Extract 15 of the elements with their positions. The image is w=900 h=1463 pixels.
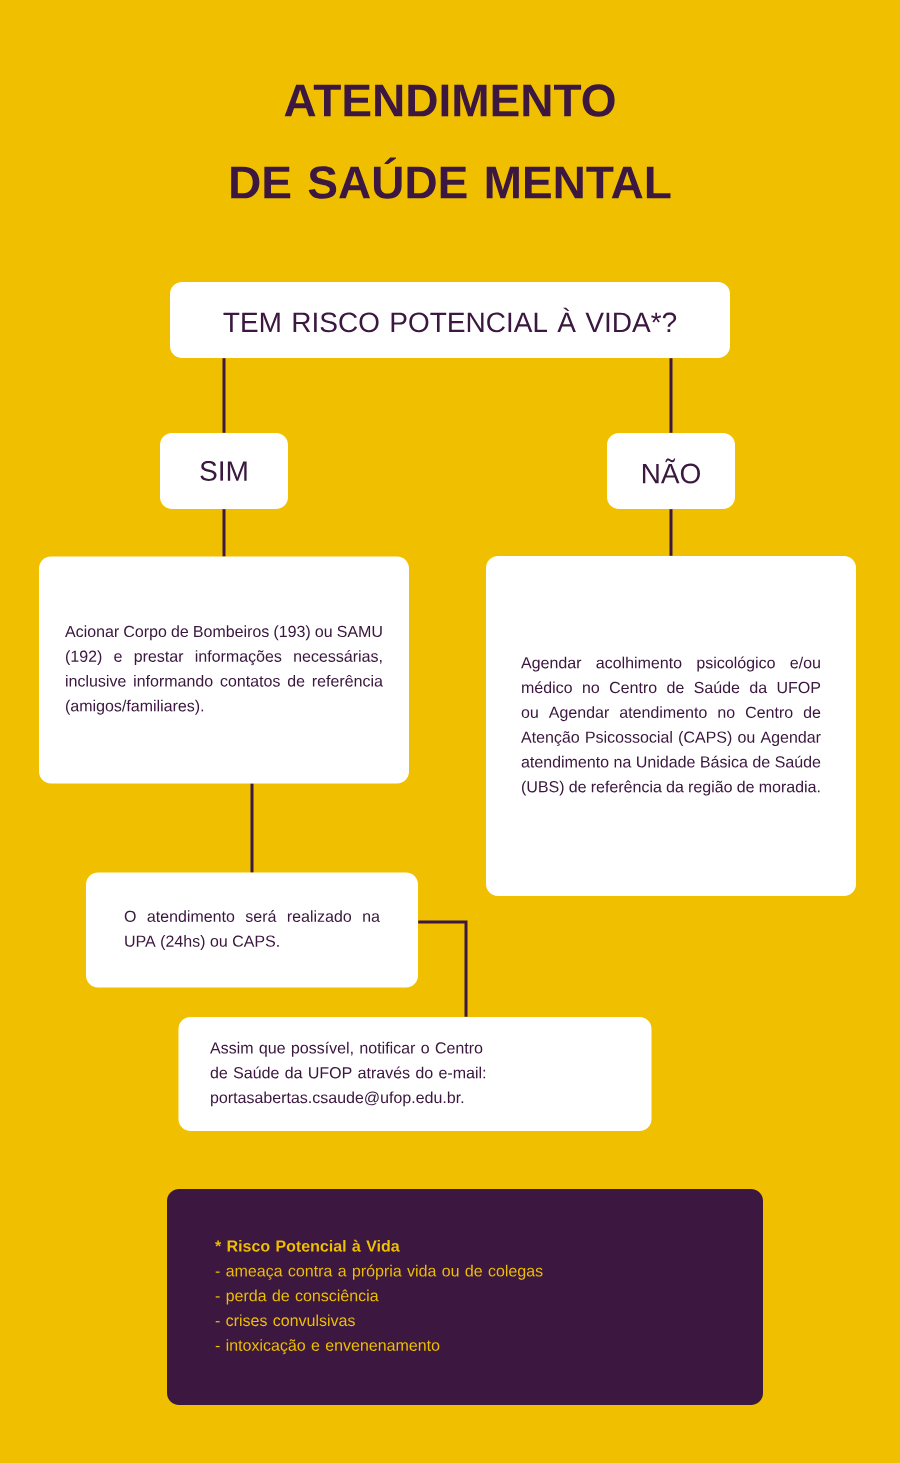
answer-box: NÃO xyxy=(607,433,735,509)
answer-box: SIM xyxy=(160,433,288,509)
title: ATENDIMENTO DE SAÚDE MENTAL xyxy=(231,84,671,199)
connector-line xyxy=(418,920,468,1017)
question-box: TEM RISCO POTENCIAL À VIDA*? xyxy=(170,282,730,358)
connector-line xyxy=(222,358,226,433)
process-box: O atendimento será realizado na UPA (24hs) ou CAPS. xyxy=(86,872,418,988)
process-box: Acionar Corpo de Bombeiros (193) ou SAMU (192) e prestar informações necessárias, inclusive informando contatos de referência (amigos/familiares). xyxy=(39,556,409,784)
connector-line xyxy=(669,509,673,556)
process-box: Agendar acolhimento psicológico e/ou médico no Centro de Saúde da UFOP ou Agendar atendimento no Centro de Atenção Psicossocial (CAPS) ou Agendar atendimento na Unidade Básica de Saúde (UBS) de referência da região de moradia. xyxy=(486,556,856,896)
process-box: Assim que possível, notificar o Centro de Saúde da UFOP através do e-mail: portasabertas.csaude@ufop.edu.br. xyxy=(178,1017,652,1131)
connector-line xyxy=(222,509,226,557)
note-box: * Risco Potencial à Vida - ameaça contra a própria vida ou de colegas - perda de consciência - crises convulsivas - intoxicação e envenenamento xyxy=(167,1189,763,1405)
connector-line xyxy=(669,358,673,433)
connector-line xyxy=(250,783,254,873)
